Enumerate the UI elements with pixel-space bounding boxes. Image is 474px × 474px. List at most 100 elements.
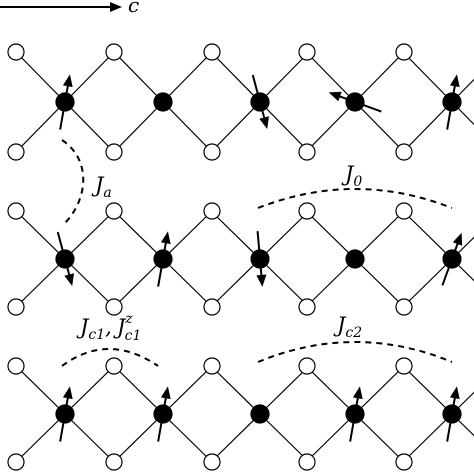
nonmagnetic-site: [203, 453, 221, 471]
lattice-bond: [354, 51, 405, 103]
spin-arrow: [256, 231, 267, 287]
lattice-bond: [15, 210, 66, 260]
nonmagnetic-site: [105, 202, 123, 220]
lattice-bond: [113, 101, 164, 153]
lattice-bond: [354, 210, 405, 260]
lattice-bond: [354, 413, 405, 463]
lattice-bond: [354, 101, 405, 153]
lattice-bond: [113, 258, 164, 308]
nonmagnetic-site: [7, 202, 25, 220]
lattice-bond: [259, 365, 310, 415]
lattice-bond: [113, 365, 164, 415]
spin-arrow: [441, 232, 463, 286]
lattice-bond: [305, 101, 356, 153]
nonmagnetic-site: [105, 298, 123, 316]
lattice-bond: [451, 258, 474, 282]
ja-label: Ja: [91, 173, 112, 201]
spin-arrow: [56, 231, 74, 286]
lattice-bond: [402, 210, 453, 260]
lattice-bond: [402, 51, 453, 103]
lattice-bond: [64, 51, 115, 103]
spin-arrow: [349, 386, 363, 442]
jc1-arc: [61, 348, 159, 367]
lattice-bond: [451, 236, 474, 260]
spin-arrow: [251, 74, 269, 129]
spin-arrows: [56, 74, 463, 442]
nonmagnetic-site: [7, 43, 25, 61]
jc2-arc: [257, 341, 453, 363]
lattice-bond: [210, 365, 261, 415]
lattice-bond: [162, 101, 213, 153]
nonmagnetic-site: [395, 43, 413, 61]
lattice-sites: [7, 43, 462, 471]
jc2-label: Jc2: [333, 313, 362, 341]
nonmagnetic-site: [395, 143, 413, 161]
nonmagnetic-site: [105, 357, 123, 375]
nonmagnetic-site: [105, 143, 123, 161]
lattice-bond: [210, 101, 261, 153]
lattice-bond: [402, 365, 453, 415]
nonmagnetic-site: [7, 453, 25, 471]
lattice-bond: [210, 51, 261, 103]
nonmagnetic-site: [203, 357, 221, 375]
lattice-bond: [259, 51, 310, 103]
nonmagnetic-site: [105, 43, 123, 61]
lattice-bond: [15, 365, 66, 415]
spin-arrow: [59, 386, 73, 442]
lattice-bond: [305, 413, 356, 463]
lattice-bond: [15, 101, 66, 153]
lattice-bond: [15, 51, 66, 103]
nonmagnetic-site: [203, 43, 221, 61]
lattice-bond: [15, 258, 66, 308]
lattice-bond: [305, 51, 356, 103]
spin-arrow: [446, 386, 460, 442]
lattice-bond: [64, 365, 115, 415]
lattice-bond: [451, 413, 474, 437]
nonmagnetic-site: [298, 453, 316, 471]
lattice-bond: [64, 413, 115, 463]
nonmagnetic-site: [7, 143, 25, 161]
nonmagnetic-site: [298, 143, 316, 161]
magnetic-site: [250, 404, 270, 424]
lattice-bond: [162, 365, 213, 415]
lattice-bond: [451, 101, 474, 126]
nonmagnetic-site: [395, 202, 413, 220]
lattice-bond: [162, 258, 213, 308]
lattice-bond: [259, 101, 310, 153]
lattice-bond: [210, 413, 261, 463]
nonmagnetic-site: [298, 357, 316, 375]
lattice-bond: [451, 78, 474, 103]
lattice-bond: [451, 391, 474, 415]
coupling-arcs: [61, 139, 453, 367]
spin-arrow: [59, 74, 73, 130]
lattice-bond: [305, 365, 356, 415]
nonmagnetic-site: [7, 357, 25, 375]
lattice-bond: [113, 210, 164, 260]
lattice-bond: [402, 258, 453, 308]
j0-label: J0: [341, 162, 362, 190]
c-axis-arrow: [0, 2, 122, 12]
lattice-bond: [64, 258, 115, 308]
lattice-bond: [354, 365, 405, 415]
magnetic-site: [345, 249, 365, 269]
lattice-bond: [402, 413, 453, 463]
lattice-bond: [113, 413, 164, 463]
nonmagnetic-site: [203, 202, 221, 220]
lattice-bond: [162, 413, 213, 463]
lattice-bond: [259, 413, 310, 463]
nonmagnetic-site: [395, 453, 413, 471]
nonmagnetic-site: [105, 453, 123, 471]
lattice-bond: [402, 101, 453, 153]
nonmagnetic-site: [203, 143, 221, 161]
lattice-bond: [162, 210, 213, 260]
lattice-bonds: [15, 51, 474, 463]
magnetic-site: [153, 92, 173, 112]
lattice-bond: [210, 258, 261, 308]
lattice-bond: [210, 210, 261, 260]
ja-arc: [61, 139, 85, 225]
nonmagnetic-site: [203, 298, 221, 316]
lattice-bond: [305, 210, 356, 260]
nonmagnetic-site: [298, 298, 316, 316]
